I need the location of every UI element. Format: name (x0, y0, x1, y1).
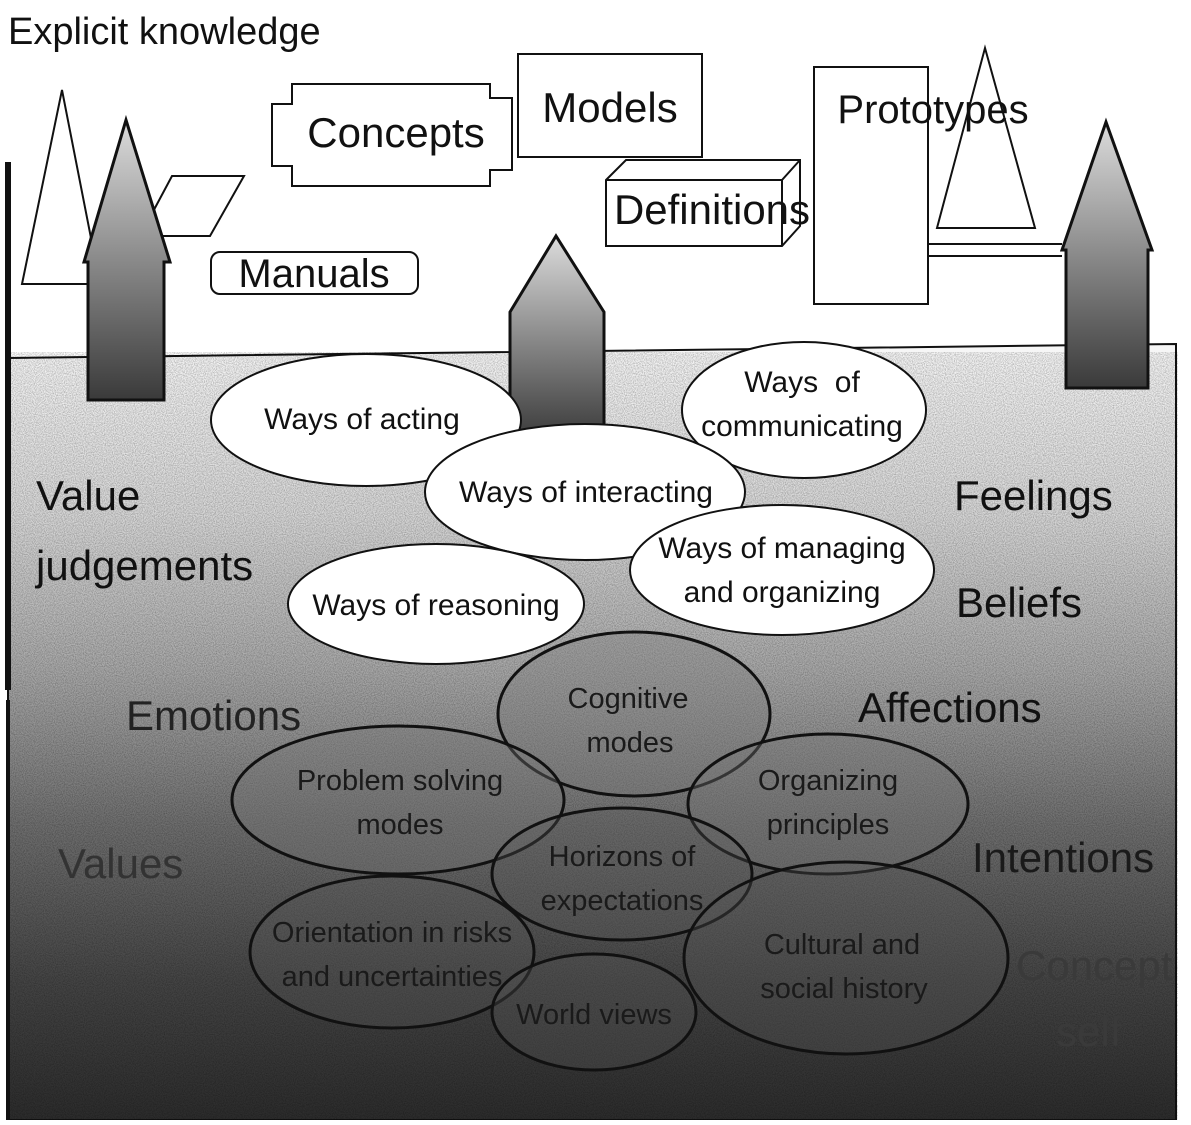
ways-of-managing-line1: Ways of managing (658, 532, 905, 565)
orientation-line1: Orientation in risks (272, 917, 512, 949)
world-views-ellipse (490, 952, 698, 1072)
horizons-line1: Horizons of (549, 841, 697, 873)
models-shape (517, 53, 703, 158)
cognitive-modes-line2: modes (586, 727, 673, 759)
ways-of-interacting-ellipse (424, 423, 746, 561)
emotions-label: Emotions (126, 692, 301, 739)
ways-of-communicating-ellipse (681, 341, 927, 479)
beliefs-label: Beliefs (956, 579, 1082, 626)
problem-solving-line1: Problem solving (297, 765, 503, 797)
feelings-label: Feelings (954, 472, 1113, 519)
cultural-history-ellipse (682, 860, 1010, 1056)
orientation-ellipse (248, 874, 536, 1030)
ways-of-interacting-label: Ways of interacting (459, 476, 713, 509)
ways-of-managing-line2: and organizing (684, 576, 881, 609)
intentions-label: Intentions (972, 834, 1154, 881)
ways-of-acting-ellipse (210, 353, 522, 487)
triangle-left-shape (20, 89, 102, 285)
models-label: Models (542, 84, 677, 131)
arrow-right (1059, 117, 1155, 390)
cultural-history-line1: Cultural and (764, 929, 920, 961)
value-judgements-line1: Value (36, 472, 140, 519)
ways-of-acting-label: Ways of acting (264, 403, 460, 436)
horizons-line2: expectations (541, 885, 704, 917)
cultural-history-line2: social history (760, 973, 928, 1005)
organizing-principles-ellipse (686, 732, 970, 876)
problem-solving-line2: modes (356, 809, 443, 841)
problem-solving-ellipse (230, 724, 566, 876)
arrow-middle (508, 233, 606, 442)
deep-tacit-ellipses: Cognitive modes Problem solving modes Or… (230, 630, 1010, 1072)
value-judgements-line2: judgements (34, 542, 253, 589)
explicit-objects: Concepts Models Definitions Prototypes M… (20, 44, 1062, 305)
definitions-label: Definitions (614, 186, 810, 233)
organizing-principles-line2: principles (767, 809, 890, 841)
arrow-left (81, 114, 173, 402)
definitions-shape (605, 159, 801, 247)
diagram-title: Explicit knowledge (8, 11, 321, 53)
concepts-shape (271, 83, 513, 187)
ways-of-managing-ellipse (629, 504, 935, 636)
side-words: Value judgements Emotions Values Feeling… (34, 472, 1173, 1055)
concept-self-line1: Concept (1016, 942, 1173, 989)
organizing-principles-line1: Organizing (758, 765, 898, 797)
world-views-label: World views (516, 999, 672, 1031)
manuals-shape (210, 251, 419, 295)
upward-arrows (81, 114, 1155, 442)
ways-of-reasoning-label: Ways of reasoning (312, 589, 559, 622)
ways-of-communicating-line2: communicating (701, 410, 903, 443)
cognitive-modes-line1: Cognitive (568, 683, 689, 715)
prototypes-label: Prototypes (837, 88, 1028, 132)
concept-self-line2: self (1056, 1008, 1122, 1055)
affections-label: Affections (858, 684, 1042, 731)
prototypes-shape (813, 66, 929, 305)
triangle-right-shape (935, 44, 1037, 229)
concepts-label: Concepts (307, 109, 484, 156)
ways-of-reasoning-ellipse (287, 543, 585, 665)
values-label: Values (58, 840, 183, 887)
tacit-ways-ellipses: Ways of acting Ways of communicating Way… (210, 341, 935, 665)
cognitive-modes-ellipse (496, 630, 772, 798)
ways-of-communicating-line1: Ways of (744, 366, 860, 399)
manuals-label: Manuals (238, 252, 389, 296)
orientation-line2: and uncertainties (282, 961, 503, 993)
horizons-ellipse (490, 806, 754, 942)
